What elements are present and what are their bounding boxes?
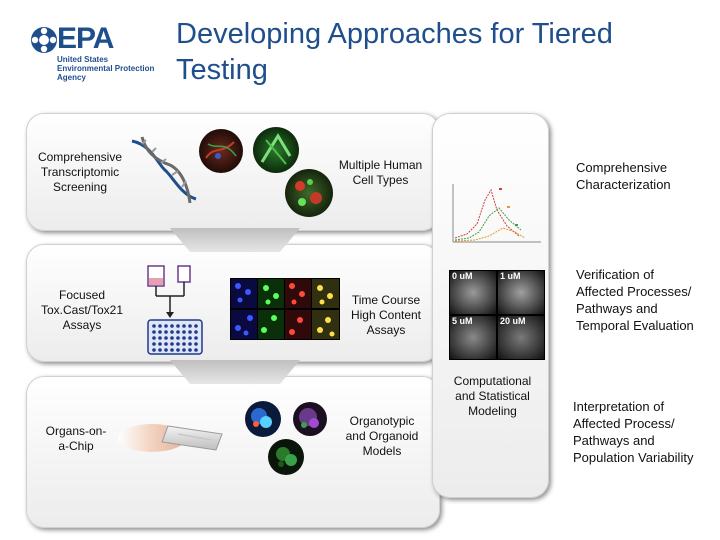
tier-arrow-2-icon	[170, 360, 300, 384]
logo-word: EPA	[57, 22, 114, 55]
concentration-label-3: 5 uM	[452, 316, 473, 326]
tier-3-label: Organs-on- a-Chip	[45, 424, 107, 453]
concentration-label-1: 0 uM	[452, 271, 473, 281]
tier-1-mid-label: Multiple Human Cell Types	[338, 158, 423, 187]
tier-2-label: Focused Tox.Cast/Tox21 Assays	[40, 288, 124, 332]
concentration-image-grid: 0 uM 1 uM 5 uM 20 uM	[449, 270, 545, 360]
cell-image-1	[199, 129, 243, 173]
agency-line-2: Environmental Protection	[57, 64, 155, 73]
assay-plate-diagram	[147, 265, 203, 355]
page-title-line-1: Developing Approaches for Tiered	[176, 18, 613, 50]
concentration-cell-3	[450, 316, 496, 359]
organ-chip-image	[118, 424, 223, 452]
tier-3-mid-label: Organotypic and Organoid Models	[345, 414, 419, 458]
high-content-image-grid	[230, 278, 340, 340]
epa-flower-icon	[31, 27, 57, 53]
cell-image-3	[285, 169, 333, 217]
dose-response-plot	[452, 184, 541, 243]
tier-arrow-1-icon	[170, 228, 300, 252]
page-title-line-2: Testing	[176, 54, 268, 86]
tier-2-mid-label: Time Course High Content Assays	[350, 293, 422, 337]
tier-1-label: Comprehensive Transcriptomic Screening	[37, 150, 123, 194]
concentration-label-2: 1 uM	[500, 271, 521, 281]
agency-line-1: United States	[57, 55, 109, 64]
concentration-cell-4	[498, 316, 544, 359]
dna-helix-icon	[131, 136, 197, 204]
tier-3-right-label: Interpretation of Affected Process/ Path…	[573, 399, 694, 465]
tier-1-right-label: Comprehensive Characterization	[576, 160, 671, 192]
concentration-label-4: 20 uM	[500, 316, 526, 326]
agency-line-3: Agency	[57, 73, 86, 82]
cell-image-2	[253, 127, 299, 173]
epa-logo: EPA United States Environmental Protecti…	[30, 22, 170, 82]
organoid-image-2	[293, 402, 327, 436]
organoid-image-1	[245, 401, 281, 437]
concentration-cell-2	[498, 271, 544, 314]
organoid-image-3	[268, 439, 304, 475]
tier-2-right-label: Verification of Affected Processes/ Path…	[576, 267, 694, 333]
computational-label: Computational and Statistical Modeling	[453, 374, 532, 418]
concentration-cell-1	[450, 271, 496, 314]
